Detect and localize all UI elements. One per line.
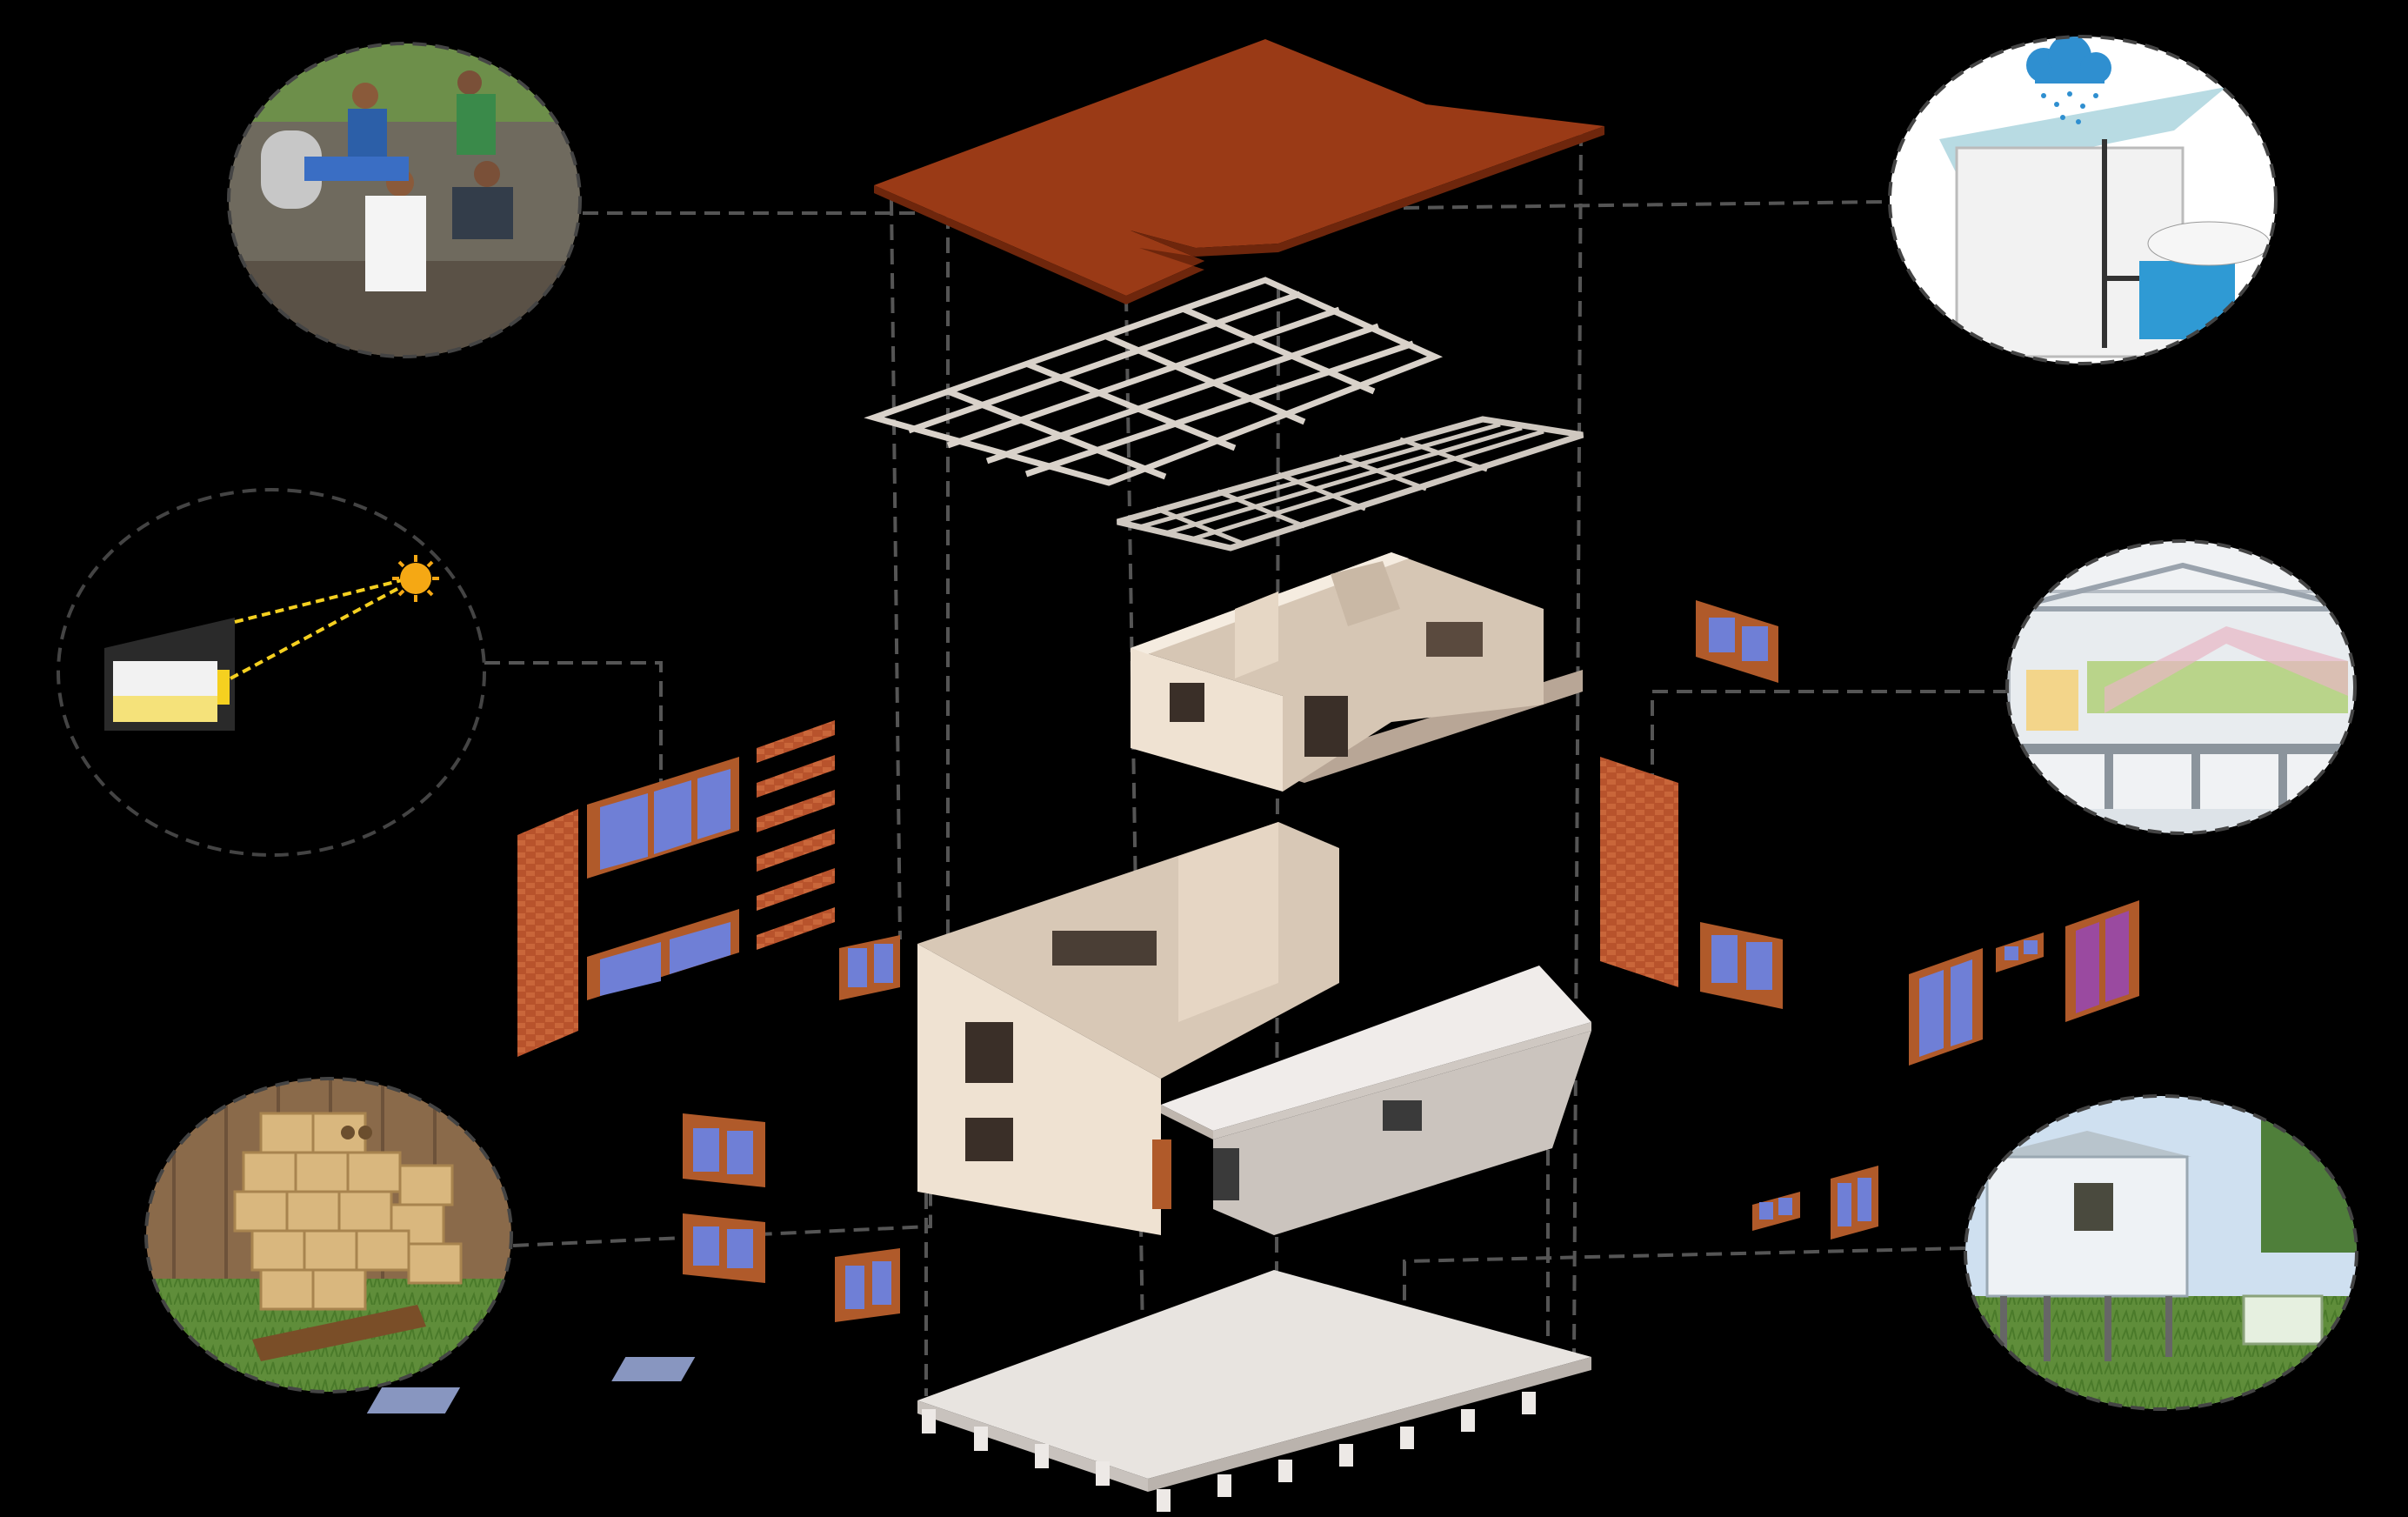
upper-floor-layer bbox=[1131, 552, 1583, 792]
roof-sheet bbox=[874, 39, 1604, 296]
upper-door-opening bbox=[1304, 696, 1348, 757]
window-right-low-1 bbox=[1752, 1192, 1800, 1231]
slab-opening-1 bbox=[366, 1387, 461, 1413]
stilt-house-photo-icon bbox=[1983, 1131, 2324, 1361]
porch-roof-front bbox=[1213, 1022, 1591, 1139]
slab-front bbox=[917, 1400, 1148, 1492]
ground-door bbox=[1152, 1139, 1171, 1209]
stilts bbox=[922, 1392, 1536, 1512]
slab-side bbox=[1148, 1357, 1591, 1492]
upper-gable bbox=[1331, 561, 1400, 626]
window-left-large-lower bbox=[587, 909, 739, 1000]
window-small-2 bbox=[683, 1113, 765, 1187]
ground-window-2 bbox=[965, 1118, 1013, 1161]
truss-left-bars bbox=[907, 291, 1415, 480]
callout-raised-stilts bbox=[1964, 1094, 2358, 1411]
callout-community-construction bbox=[227, 42, 582, 358]
axis-line-5 bbox=[1572, 130, 1583, 1358]
window-small-1 bbox=[839, 935, 900, 1000]
block-stack-photo-icon bbox=[233, 1112, 463, 1311]
connector-ventilation bbox=[1651, 690, 2009, 835]
axis-line-1 bbox=[890, 199, 928, 1396]
window-components bbox=[517, 600, 2139, 1322]
window-small-3 bbox=[683, 1213, 765, 1283]
window-right-door-1 bbox=[1909, 948, 1983, 1066]
upper-window-opening-2 bbox=[1426, 622, 1483, 657]
brick-strips bbox=[757, 720, 835, 950]
porch-roof-top bbox=[1161, 966, 1591, 1131]
upper-inner-partition bbox=[1235, 591, 1278, 678]
annex-window bbox=[1383, 1100, 1422, 1131]
callout-cross-ventilation bbox=[2005, 539, 2357, 835]
upper-window-opening bbox=[1170, 683, 1204, 722]
ground-window-3 bbox=[1052, 931, 1157, 966]
callout-earth-blocks bbox=[144, 1077, 513, 1393]
truss-frame-left bbox=[864, 277, 1444, 486]
ground-wall-front bbox=[917, 944, 1161, 1235]
window-right-top bbox=[1696, 600, 1778, 683]
ground-wall-back bbox=[1178, 822, 1278, 1022]
annex-wall bbox=[1213, 1031, 1591, 1235]
window-left-large-upper bbox=[587, 757, 739, 879]
foundation-layer bbox=[366, 1270, 1591, 1512]
window-right-small bbox=[1996, 932, 2044, 972]
annex-window-2 bbox=[1213, 1148, 1239, 1200]
truss-right-bars bbox=[1138, 422, 1544, 546]
callout-rainwater-harvest bbox=[1888, 35, 2278, 365]
brick-panel-left bbox=[517, 809, 578, 1057]
ground-floor-layer bbox=[917, 822, 1591, 1235]
window-right-low-2 bbox=[1831, 1166, 1878, 1240]
slab-top bbox=[917, 1270, 1591, 1479]
roof-layer bbox=[874, 39, 1604, 304]
sun-icon bbox=[392, 555, 439, 602]
porch-roof-edge bbox=[1161, 1105, 1213, 1139]
connector-stilts bbox=[1403, 1246, 1966, 1400]
brick-panel-right bbox=[1600, 757, 1678, 987]
workers-photo-icon bbox=[261, 70, 513, 291]
window-right-mid bbox=[1700, 922, 1783, 1009]
window-right-door-2 bbox=[2065, 900, 2139, 1022]
ground-window-1 bbox=[965, 1022, 1013, 1083]
slab-opening-2 bbox=[611, 1357, 696, 1381]
window-small-4 bbox=[835, 1248, 900, 1322]
rain-cloud-icon bbox=[2026, 37, 2111, 124]
callout-solar-orientation bbox=[57, 488, 486, 857]
connector-rainwater bbox=[1330, 200, 1888, 211]
connector-solar bbox=[484, 661, 663, 783]
roof-structure-layer bbox=[864, 277, 1584, 551]
